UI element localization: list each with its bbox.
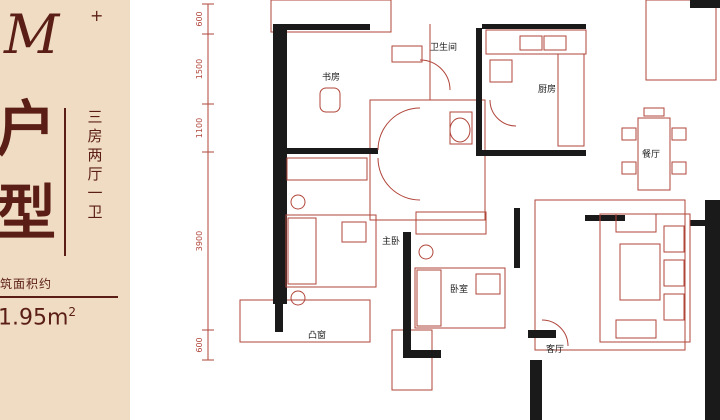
area-unit-sup: 2 xyxy=(68,305,77,319)
wardrobes xyxy=(286,157,487,235)
room-label-living-room: 客厅 xyxy=(546,343,564,355)
unit-type-char-2: 型 xyxy=(0,179,56,249)
kitchen-counter xyxy=(485,29,587,147)
floor-plan: 600 1500 1100 3900 600 xyxy=(195,0,720,420)
dimension-line xyxy=(202,3,214,361)
dimension-1100: 1100 xyxy=(195,118,204,138)
study-furniture xyxy=(319,87,341,113)
room-label-study: 书房 xyxy=(322,71,340,83)
area-divider xyxy=(0,296,118,298)
layout-text: 三房两厅一卫 xyxy=(87,108,103,221)
outline-lines xyxy=(239,0,717,391)
dimension-600-bottom: 600 xyxy=(195,337,204,352)
area-number: 1.95m xyxy=(0,305,69,331)
brand-logo-plus: + xyxy=(90,6,104,25)
room-label-bathroom: 卫生间 xyxy=(430,41,457,53)
area-value: 1.95m2 xyxy=(0,305,76,330)
room-label-kitchen: 厨房 xyxy=(538,83,556,95)
sofa-set xyxy=(599,213,691,343)
door-swings xyxy=(377,59,569,347)
brand-logo-letter: M xyxy=(4,3,60,66)
dimension-3900: 3900 xyxy=(195,231,204,251)
vertical-divider xyxy=(64,108,66,256)
room-label-bedroom: 卧室 xyxy=(450,283,468,295)
bedroom-bed xyxy=(414,244,506,329)
dining-table xyxy=(621,107,687,191)
room-label-dining: 餐厅 xyxy=(642,148,660,160)
room-label-master-bedroom: 主卧 xyxy=(382,235,400,247)
bathroom-fixtures xyxy=(391,24,473,145)
walls xyxy=(273,0,720,420)
room-label-bay-window: 凸窗 xyxy=(308,329,326,341)
dimension-600-top: 600 xyxy=(195,11,204,26)
brand-panel: M + 户 型 三房两厅一卫 筑面积约 1.95m2 xyxy=(0,0,130,420)
master-bed xyxy=(285,194,377,306)
unit-type-char-1: 户 xyxy=(0,95,56,165)
area-label: 筑面积约 xyxy=(0,277,53,291)
dimension-1500: 1500 xyxy=(195,59,204,79)
